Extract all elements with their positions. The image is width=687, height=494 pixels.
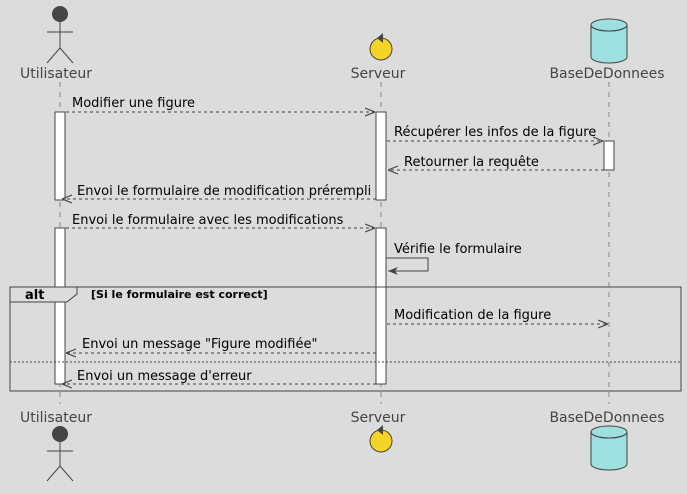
alt-fragment-title: alt — [25, 288, 44, 303]
message-label-1: Modifier une figure — [72, 96, 195, 111]
message-label-4: Envoi le formulaire de modification prér… — [77, 184, 371, 199]
participant-label-server-bottom: Serveur — [351, 410, 406, 426]
database-icon-bottom — [590, 425, 628, 471]
activation-user-2 — [54, 227, 66, 385]
message-label-9: Envoi un message d'erreur — [77, 369, 252, 384]
alt-fragment-tab — [9, 286, 78, 303]
message-label-5: Envoi le formulaire avec les modificatio… — [72, 213, 344, 228]
activation-server-1 — [375, 111, 387, 201]
participant-label-db: BaseDeDonnees — [549, 66, 664, 82]
participant-label-user: Utilisateur — [20, 66, 92, 82]
activation-db-1 — [603, 140, 615, 171]
message-label-2: Récupérer les infos de la figure — [394, 125, 596, 140]
control-icon — [369, 33, 393, 61]
participant-label-server: Serveur — [351, 66, 406, 82]
message-arrow-6 — [386, 257, 429, 275]
alt-fragment — [9, 286, 682, 392]
participant-label-db-bottom: BaseDeDonnees — [549, 410, 664, 426]
message-label-8: Envoi un message "Figure modifiée" — [82, 337, 317, 352]
actor-icon — [46, 6, 74, 64]
activation-server-2 — [375, 227, 387, 385]
database-icon — [590, 18, 628, 64]
activation-user-1 — [54, 111, 66, 201]
participant-label-user-bottom: Utilisateur — [20, 410, 92, 426]
message-label-3: Retourner la requête — [404, 155, 539, 170]
alt-guard: [Si le formulaire est correct] — [91, 288, 268, 301]
message-label-7: Modification de la figure — [394, 308, 551, 323]
message-label-6: Vérifie le formulaire — [394, 242, 522, 257]
actor-icon-bottom — [46, 426, 74, 482]
control-icon-bottom — [369, 425, 393, 453]
